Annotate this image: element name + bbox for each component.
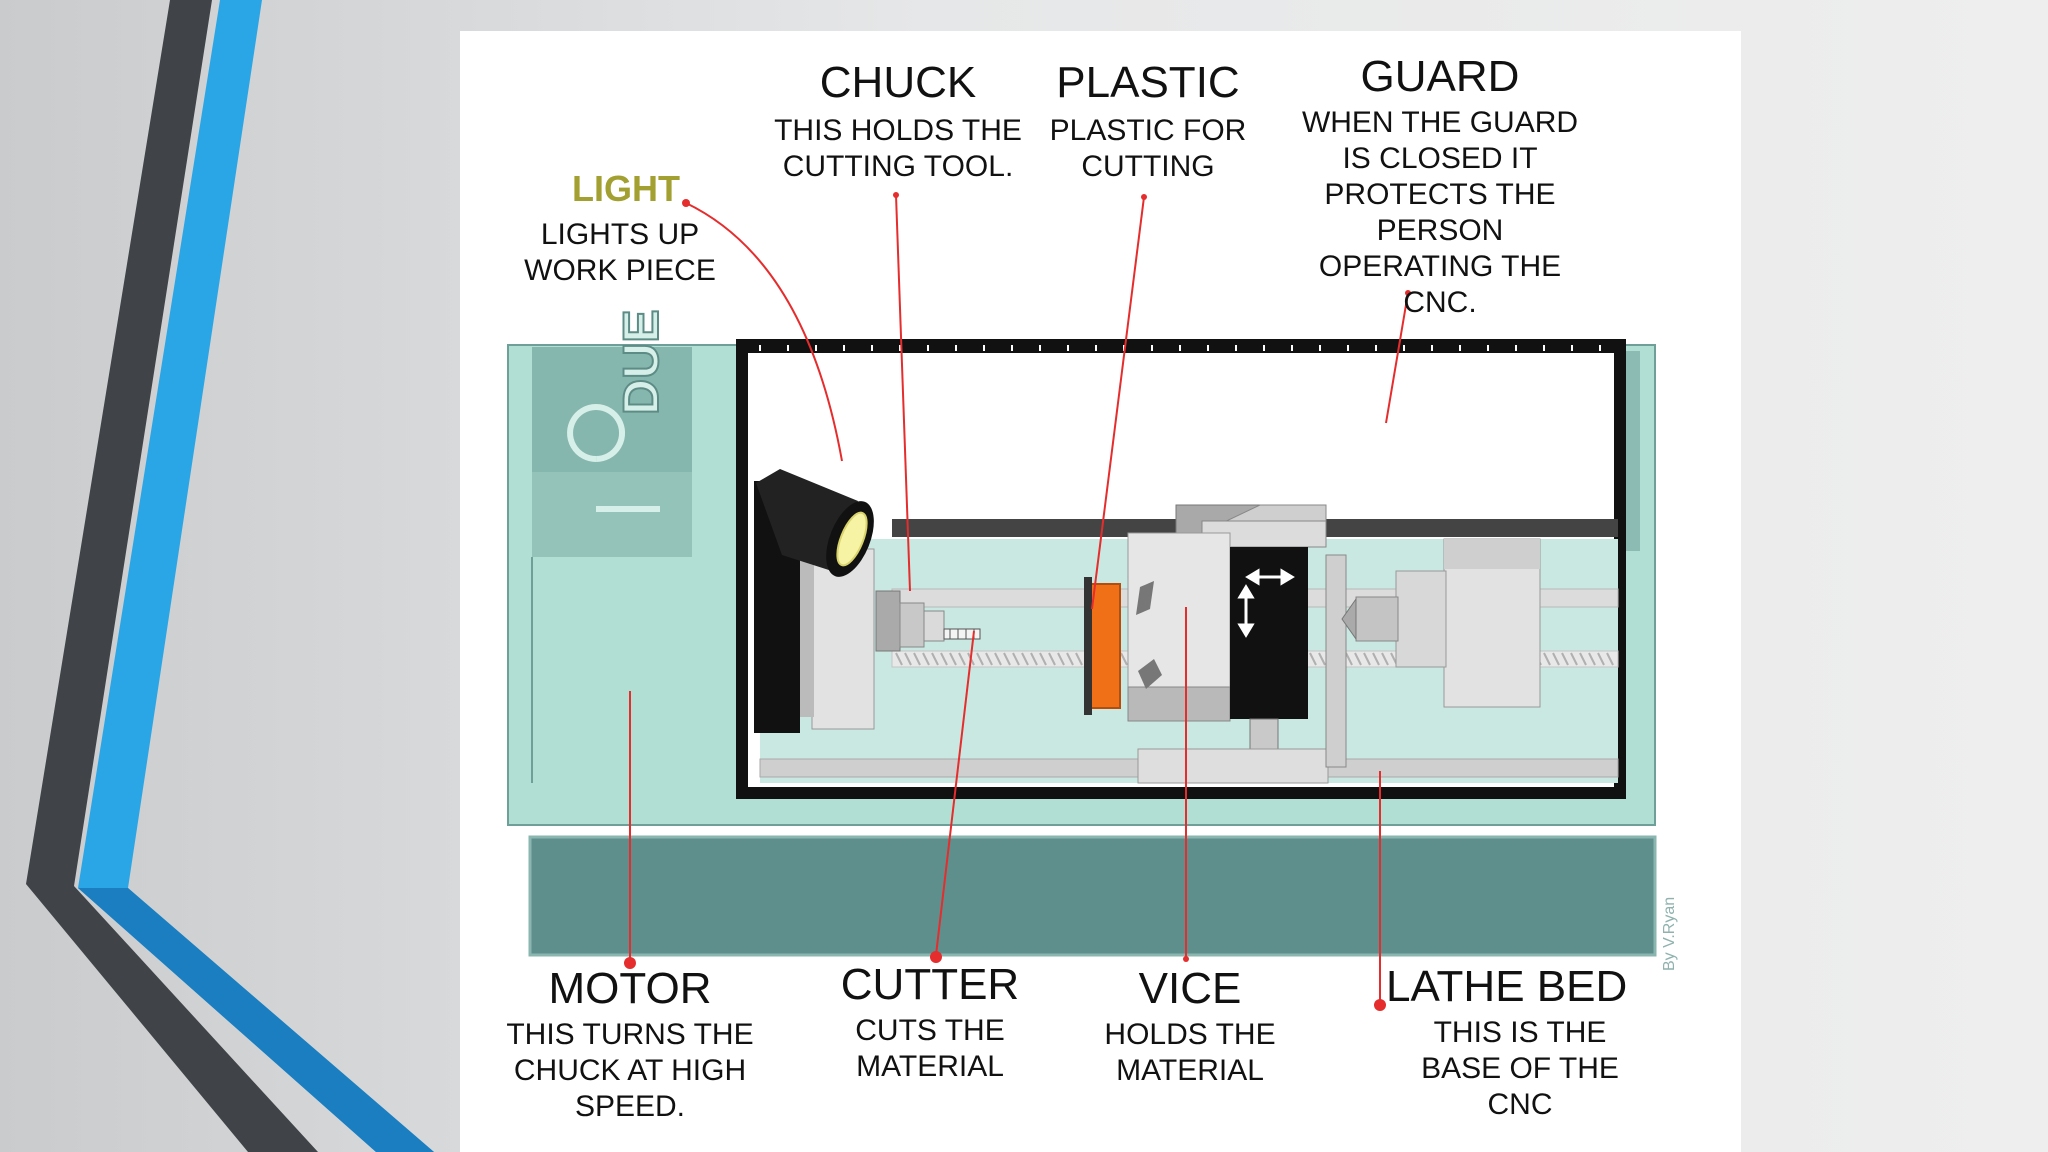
label-cutter-desc-2: MATERIAL xyxy=(856,1050,1004,1083)
lathe-bed-panel xyxy=(528,835,1657,957)
blue-stripe-lower xyxy=(78,888,434,1152)
label-lathe-bed-title: LATHE BED xyxy=(1386,962,1628,1011)
label-guard-desc-2: IS CLOSED IT xyxy=(1342,142,1538,175)
label-chuck: CHUCK THIS HOLDS THE CUTTING TOOL. xyxy=(718,59,1078,185)
label-lathe-bed-desc-2: BASE OF THE xyxy=(1421,1052,1619,1085)
label-plastic-title: PLASTIC xyxy=(1056,58,1240,107)
label-plastic-desc-2: CUTTING xyxy=(1081,150,1215,183)
label-motor: MOTOR THIS TURNS THE CHUCK AT HIGH SPEED… xyxy=(460,965,800,1125)
chuck xyxy=(875,590,945,652)
label-motor-desc-1: THIS TURNS THE xyxy=(506,1018,754,1051)
dark-stripe xyxy=(26,0,318,1152)
label-chuck-desc-1: THIS HOLDS THE xyxy=(774,114,1022,147)
leader-plastic xyxy=(1091,196,1145,610)
label-vice-desc-2: MATERIAL xyxy=(1116,1054,1264,1087)
tailstock xyxy=(1341,538,1541,708)
label-cutter-title: CUTTER xyxy=(840,960,1020,1009)
label-guard-desc-5: OPERATING THE xyxy=(1318,250,1562,283)
label-vice-title: VICE xyxy=(1138,964,1242,1013)
spindle-housing xyxy=(811,548,875,730)
leader-chuck xyxy=(895,194,911,592)
label-guard-desc-1: WHEN THE GUARD xyxy=(1301,106,1579,139)
brand-text: DUE xyxy=(613,309,669,415)
spindle-face xyxy=(800,557,814,717)
label-light-desc-2: WORK PIECE xyxy=(524,254,716,287)
label-vice: VICE HOLDS THE MATERIAL xyxy=(1050,965,1330,1089)
label-guard-desc-4: PERSON xyxy=(1376,214,1504,247)
label-guard-desc-3: PROTECTS THE xyxy=(1324,178,1556,211)
label-light-title: LIGHT xyxy=(572,168,680,209)
label-motor-desc-2: CHUCK AT HIGH xyxy=(513,1054,747,1087)
label-light-desc-1: LIGHTS UP xyxy=(540,218,700,251)
axis-arrows-icon xyxy=(1237,568,1295,638)
plastic-workpiece xyxy=(1089,583,1121,709)
label-guard-title: GUARD xyxy=(1360,52,1520,101)
credit-text: By V.Ryan xyxy=(1661,897,1678,971)
cnc-lathe-diagram: DUE xyxy=(507,192,1678,1011)
brand-logo: DUE xyxy=(612,308,670,416)
leader-guard xyxy=(1385,292,1409,424)
label-lathe-bed-desc-3: CNC xyxy=(1487,1088,1553,1121)
leader-lines xyxy=(629,194,1409,1005)
label-guard-desc-6: CNC. xyxy=(1403,286,1477,319)
label-chuck-desc-2: CUTTING TOOL. xyxy=(782,150,1014,183)
label-lathe-bed-desc-1: THIS IS THE xyxy=(1433,1016,1607,1049)
label-plastic-desc-1: PLASTIC FOR xyxy=(1049,114,1247,147)
brand-symbol xyxy=(567,404,660,512)
leader-dots xyxy=(624,192,1411,1011)
label-vice-desc-1: HOLDS THE xyxy=(1104,1018,1276,1051)
label-cutter: CUTTER CUTS THE MATERIAL xyxy=(790,961,1070,1085)
label-lathe-bed: LATHE BED THIS IS THE BASE OF THE CNC xyxy=(1380,963,1660,1123)
label-motor-desc-3: SPEED. xyxy=(574,1090,686,1123)
label-light: LIGHT LIGHTS UP WORK PIECE xyxy=(480,169,760,289)
leader-light xyxy=(685,202,843,462)
label-cutter-desc-1: CUTS THE xyxy=(855,1014,1005,1047)
label-guard: GUARD WHEN THE GUARD IS CLOSED IT PROTEC… xyxy=(1260,53,1620,321)
leader-cutter xyxy=(935,630,975,956)
label-motor-title: MOTOR xyxy=(548,964,712,1013)
label-plastic: PLASTIC PLASTIC FOR CUTTING xyxy=(998,59,1298,185)
slide-card: DUE xyxy=(460,31,1741,1152)
label-chuck-title: CHUCK xyxy=(819,58,977,107)
plastic-holder-plate xyxy=(1084,577,1092,715)
vice xyxy=(1127,504,1347,784)
blue-stripe xyxy=(78,0,434,1152)
work-light xyxy=(756,469,874,577)
